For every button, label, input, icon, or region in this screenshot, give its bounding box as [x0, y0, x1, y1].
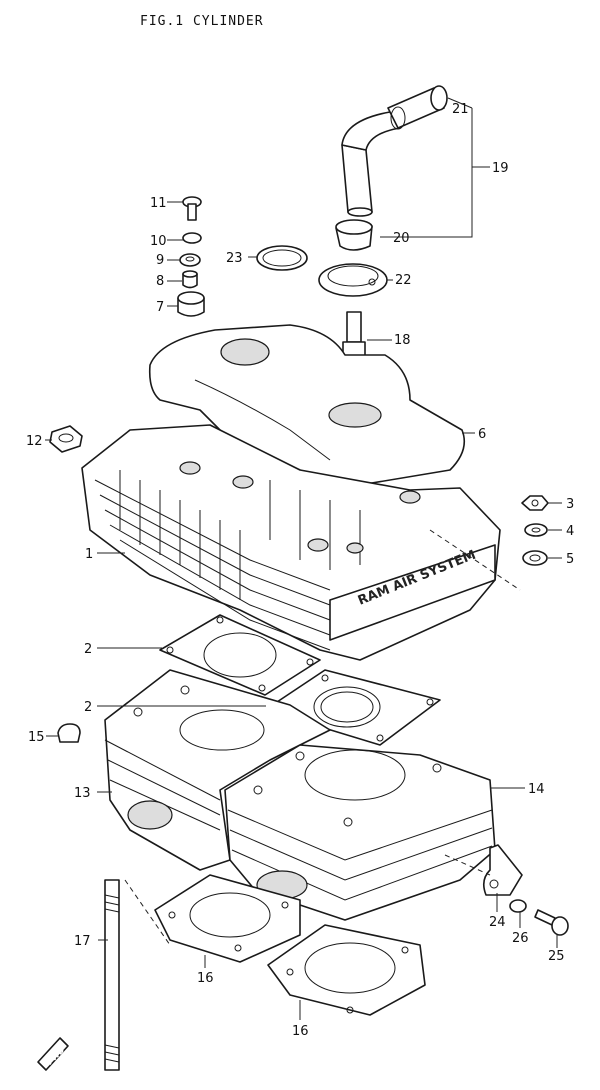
callout-8: 8 [156, 274, 164, 289]
bracket [482, 844, 523, 896]
callout-25: 25 [548, 949, 565, 964]
callout-6: 6 [478, 427, 486, 442]
cushion [177, 291, 205, 317]
callout-2a: 2 [84, 642, 92, 657]
callout-7: 7 [156, 300, 164, 315]
callout-3: 3 [566, 497, 574, 512]
callout-21: 21 [452, 102, 469, 117]
callout-1: 1 [85, 547, 93, 562]
callout-numbers: 21 19 20 23 22 18 11 10 9 8 7 12 6 3 4 5… [26, 102, 574, 1039]
callout-18: 18 [394, 333, 411, 348]
callout-22: 22 [395, 273, 412, 288]
cap-nut [57, 723, 81, 743]
collar [182, 270, 198, 289]
callout-9: 9 [156, 253, 164, 268]
bracket-screw [534, 909, 569, 936]
callout-15: 15 [28, 730, 45, 745]
callout-19: 19 [492, 161, 509, 176]
grommet-washer [179, 253, 201, 267]
callout-5: 5 [566, 552, 574, 567]
fwd-arrow: FWD [37, 1037, 69, 1071]
washer [182, 232, 202, 244]
callout-13: 13 [74, 786, 91, 801]
nut [521, 495, 549, 511]
cylinder-head-cover [148, 324, 466, 491]
plug-cap-seal [335, 219, 373, 251]
callout-2b: 2 [84, 700, 92, 715]
callout-14: 14 [528, 782, 545, 797]
callout-24: 24 [489, 915, 506, 930]
callout-20: 20 [393, 231, 410, 246]
stud-bolt [104, 879, 120, 1071]
base-gasket-right [267, 924, 426, 1016]
head-gasket-left [159, 614, 321, 696]
callout-4: 4 [566, 524, 574, 539]
flat-washer [522, 550, 548, 566]
callout-26: 26 [512, 931, 529, 946]
cylinder-right [224, 744, 496, 921]
callout-16b: 16 [292, 1024, 309, 1039]
cylinder-head: RAM AIR SYSTEM [81, 424, 501, 661]
plug [49, 425, 83, 453]
small-washer [509, 899, 527, 913]
figure-title: FIG.1 CYLINDER [140, 14, 264, 29]
callout-11: 11 [150, 196, 167, 211]
o-ring [256, 245, 308, 271]
lock-washer [524, 523, 548, 537]
callout-17: 17 [74, 934, 91, 949]
base-gasket-left [154, 874, 301, 963]
cylinder-left [104, 669, 331, 871]
callout-12: 12 [26, 434, 43, 449]
callout-23: 23 [226, 251, 243, 266]
leader-lines [45, 97, 562, 1020]
screw [182, 196, 202, 221]
plug-cover-plate [318, 263, 388, 297]
callout-10: 10 [150, 234, 167, 249]
spark-plug-cap [341, 85, 448, 217]
callout-16a: 16 [197, 971, 214, 986]
